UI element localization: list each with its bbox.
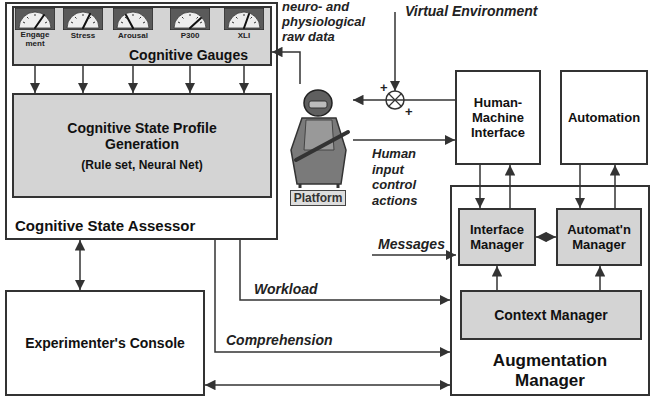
connector-arrow <box>353 139 455 141</box>
connector-arrow <box>34 66 36 93</box>
signal-label: Virtual Environment <box>405 3 605 19</box>
process-box: Context Manager <box>460 290 642 340</box>
gauge-panel <box>12 6 272 66</box>
node-title: Cognitive State Profile Generation <box>54 120 230 152</box>
process-box: Interface Manager <box>458 208 536 266</box>
connector-arrow <box>243 66 245 93</box>
connector-arrow <box>353 99 455 101</box>
gauge-label: Arousal <box>111 31 155 40</box>
connector-arrow <box>215 240 450 352</box>
gauge-dials <box>15 8 264 30</box>
process-box: Automat'n Manager <box>556 208 642 266</box>
node-title: Augmentation Manager <box>472 351 628 391</box>
process-box: Cognitive State Profile Generation (Rule … <box>12 93 272 198</box>
gauge-label: XLI <box>224 31 264 40</box>
manager-box: Augmentation Manager Interface Manager Aut… <box>450 185 650 396</box>
connector-arrow <box>189 66 191 93</box>
node-title: Experimenter's Console <box>25 335 185 351</box>
node-title: Context Manager <box>494 307 608 323</box>
node-title: Automat'n Manager <box>561 222 637 252</box>
sign-label: + <box>380 80 392 95</box>
gauge-label: P300 <box>170 31 210 40</box>
sign-label: + <box>405 104 417 119</box>
node-title: Interface Manager <box>463 222 531 252</box>
node-title: Cognitive State Assessor <box>15 217 195 234</box>
node-title: Human- Machine Interface <box>461 95 535 140</box>
console-box: Experimenter's Console <box>5 290 205 396</box>
connector-arrow <box>536 236 556 238</box>
connector-arrow <box>79 240 81 290</box>
signal-label: neuro- and physiological raw data <box>282 0 380 45</box>
interface-box: Human- Machine Interface <box>455 70 541 165</box>
node-title: Automation <box>568 110 640 125</box>
edge-label: Comprehension <box>224 332 335 348</box>
connector-arrow <box>496 266 498 290</box>
signal-label: Human input control actions <box>372 146 448 208</box>
connector-arrow <box>82 66 84 93</box>
messages-arrow <box>372 254 456 256</box>
gauge-label: Stress <box>63 31 103 40</box>
connector-arrow <box>205 384 450 386</box>
signal-label: Messages <box>378 236 450 252</box>
platform-figure: Platform <box>283 84 353 206</box>
node-title: Platform <box>290 190 347 206</box>
automation-box: Automation <box>560 70 648 165</box>
connector-arrow <box>599 266 601 290</box>
gauge-label: Engage ment <box>15 31 55 49</box>
edge-label: Workload <box>252 281 320 297</box>
summing-junction <box>386 12 404 109</box>
node-title: Cognitive Gauges <box>129 47 248 63</box>
node-subtitle: (Rule set, Neural Net) <box>81 158 202 172</box>
soldier-figure <box>291 90 348 188</box>
connector-arrow <box>132 66 134 93</box>
